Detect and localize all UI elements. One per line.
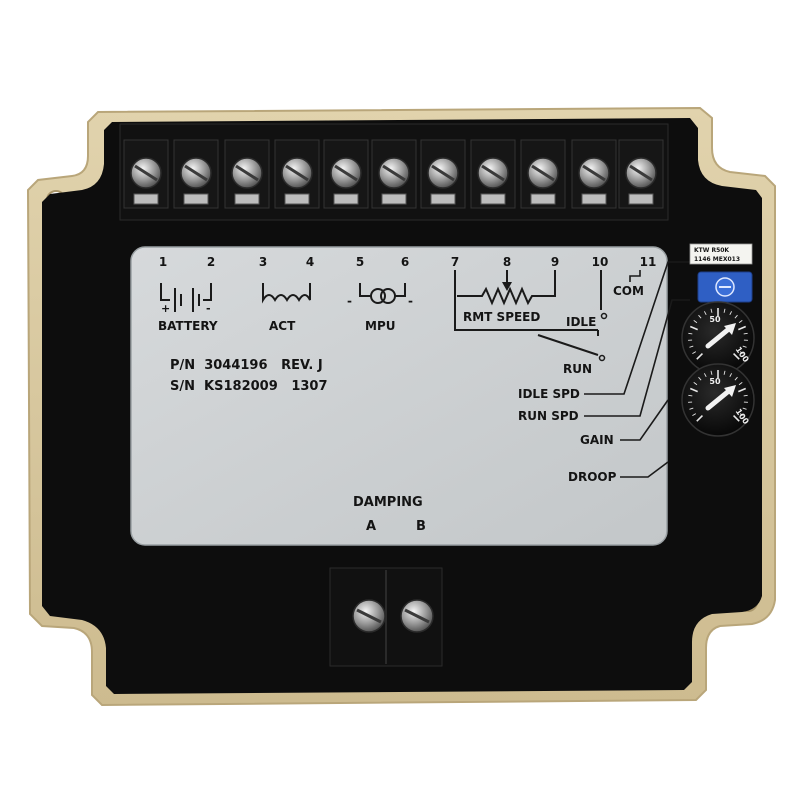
terminal-screw-4[interactable] [274,139,320,209]
part-number: P/N 3044196 REV. J [170,358,323,373]
terminal-screw-10[interactable] [571,139,617,209]
terminal-screw-3[interactable] [224,139,270,209]
terminal-screw-11[interactable] [618,139,664,209]
battery-minus-sign: - [206,302,211,315]
droop-dial-min-label: 50 [709,377,721,386]
damping-a-label: A [366,519,376,534]
com-label: COM [613,284,644,298]
mpu-plus-sign: - [408,294,413,308]
component-sticker [689,243,753,265]
gain-dial-min-label: 50 [709,315,721,324]
act-label: ACT [269,319,296,333]
label-panel [130,246,668,546]
component-sticker-line-2: 1146 MEX013 [694,256,740,263]
run-contact [598,354,606,362]
gain-label: GAIN [580,433,614,447]
serial-number: S/N KS182009 1307 [170,379,328,394]
damping-b-label: B [416,519,426,534]
terminal-number-11: 11 [640,255,657,269]
terminal-number-4: 4 [306,255,314,269]
run-spd-label: RUN SPD [518,409,579,423]
idle-contact [600,312,608,320]
terminal-number-5: 5 [356,255,364,269]
mpu-label: MPU [365,319,395,333]
terminal-screw-7[interactable] [420,139,466,209]
terminal-screw-9[interactable] [520,139,566,209]
terminal-number-2: 2 [207,255,215,269]
remote-speed-pot-symbol [454,270,598,331]
terminal-screw-1[interactable] [123,139,169,209]
terminal-number-3: 3 [259,255,267,269]
run-label: RUN [563,362,592,376]
damping-screw-b[interactable] [400,599,434,633]
adjuster-leader-lines [584,261,690,478]
droop-label: DROOP [568,470,617,484]
component-sticker-line-1: KTW R50K [694,247,729,254]
mpu-minus-sign: - [347,294,352,308]
battery-label: BATTERY [158,319,218,333]
damping-label: DAMPING [353,495,423,510]
rmt-speed-label: RMT SPEED [463,310,540,324]
damping-screw-a[interactable] [352,599,386,633]
actuator-coil-symbol [262,283,311,304]
battery-symbol [160,283,212,312]
terminal-number-9: 9 [551,255,559,269]
mpu-symbol [359,283,406,304]
run-switch-arm [537,334,599,356]
terminal-number-10: 10 [592,255,609,269]
terminal-number-6: 6 [401,255,409,269]
idle-spd-label: IDLE SPD [518,387,580,401]
terminal-screw-8[interactable] [470,139,516,209]
terminal-screw-6[interactable] [371,139,417,209]
terminal-number-8: 8 [503,255,511,269]
terminal-number-7: 7 [451,255,459,269]
battery-plus-sign: + [161,302,170,315]
terminal-number-1: 1 [159,255,167,269]
idle-label: IDLE [566,315,596,329]
com-symbol [629,270,641,282]
terminal-screw-2[interactable] [173,139,219,209]
terminal-screw-5[interactable] [323,139,369,209]
